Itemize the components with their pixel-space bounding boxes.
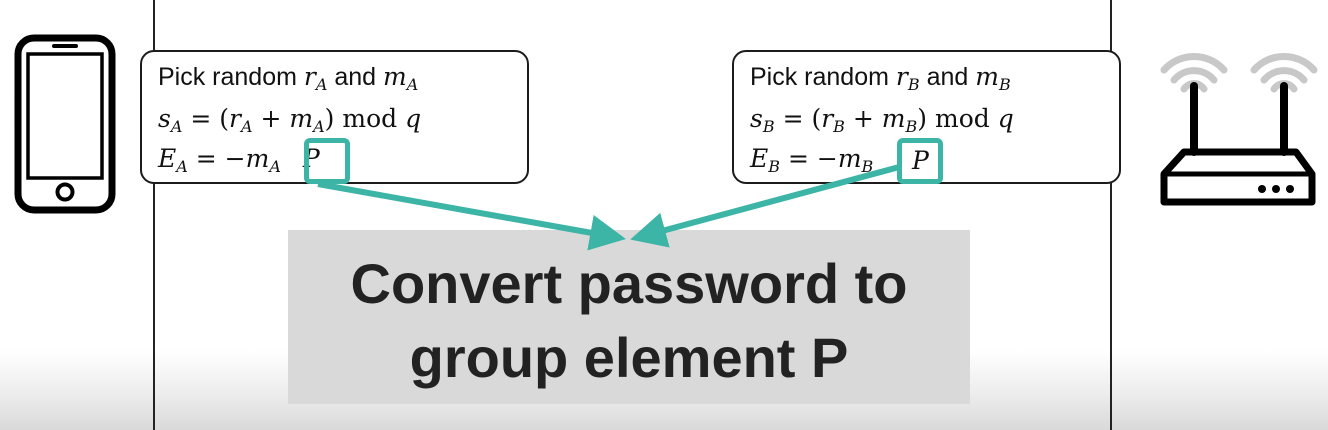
router-computation-box: Pick random rB and mB sB = (rB + mB) mod… [732,50,1121,184]
var-e: E [158,144,177,173]
var-m: m [289,104,314,133]
router-arrow [630,163,904,248]
left-box-line-2: sA = (rA + mA) mod q [158,104,422,136]
var-r: r [895,62,908,91]
var-s: s [158,104,171,133]
subscript: A [240,117,253,136]
pick-random-label: Pick random [750,63,889,91]
var-q: q [997,104,1014,133]
client-p-highlight [304,138,350,184]
equals-minus: = − [195,144,246,173]
right-box-line-2: sB = (rB + mB) mod q [750,104,1014,136]
left-lifeline [153,0,155,430]
subscript: B [833,117,845,136]
conversion-title-line-1: Convert password to [350,252,908,315]
subscript: A [313,117,325,136]
wifi-router-icon [1160,53,1318,206]
subscript: B [905,117,918,136]
right-lifeline [1110,0,1112,430]
var-s: s [750,104,763,133]
var-q: q [405,104,422,133]
and-label: and [334,63,377,91]
var-e: E [750,144,769,173]
var-m: m [837,144,862,173]
subscript: B [762,117,775,136]
smartphone-icon [14,34,116,214]
var-m: m [975,62,999,91]
equals-paren: = ( [782,104,822,133]
close-paren: ) [324,104,335,133]
close-paren: ) [917,104,928,133]
plus-sign: + [852,104,874,133]
subscript: B [768,157,781,176]
password-conversion-panel: Convert password to group element P [288,230,970,404]
var-m: m [245,144,270,173]
subscript: B [998,75,1011,94]
router-p-highlight: P [897,138,943,184]
var-m: m [383,62,407,91]
var-m: m [881,104,906,133]
conversion-title-line-2: group element P [409,326,849,389]
mod-operator: mod [935,104,990,133]
right-box-line-1: Pick random rB and mB [750,62,1011,94]
pick-random-label: Pick random [158,63,297,91]
equals-minus: = − [787,144,838,173]
var-r: r [821,104,834,133]
var-r: r [303,62,316,91]
subscript: A [176,157,188,176]
var-r: r [229,104,241,133]
mod-operator: mod [342,104,398,133]
subscript: A [315,75,328,94]
subscript: B [907,75,920,94]
left-box-line-1: Pick random rA and mA [158,62,419,94]
subscript: A [170,117,183,136]
client-arrow [317,181,626,251]
var-p-highlighted: P [912,146,929,175]
equals-paren: = ( [190,104,230,133]
plus-sign: + [260,104,282,133]
subscript: B [861,157,874,176]
subscript: A [406,75,419,94]
and-label: and [926,63,969,91]
subscript: A [269,157,281,176]
